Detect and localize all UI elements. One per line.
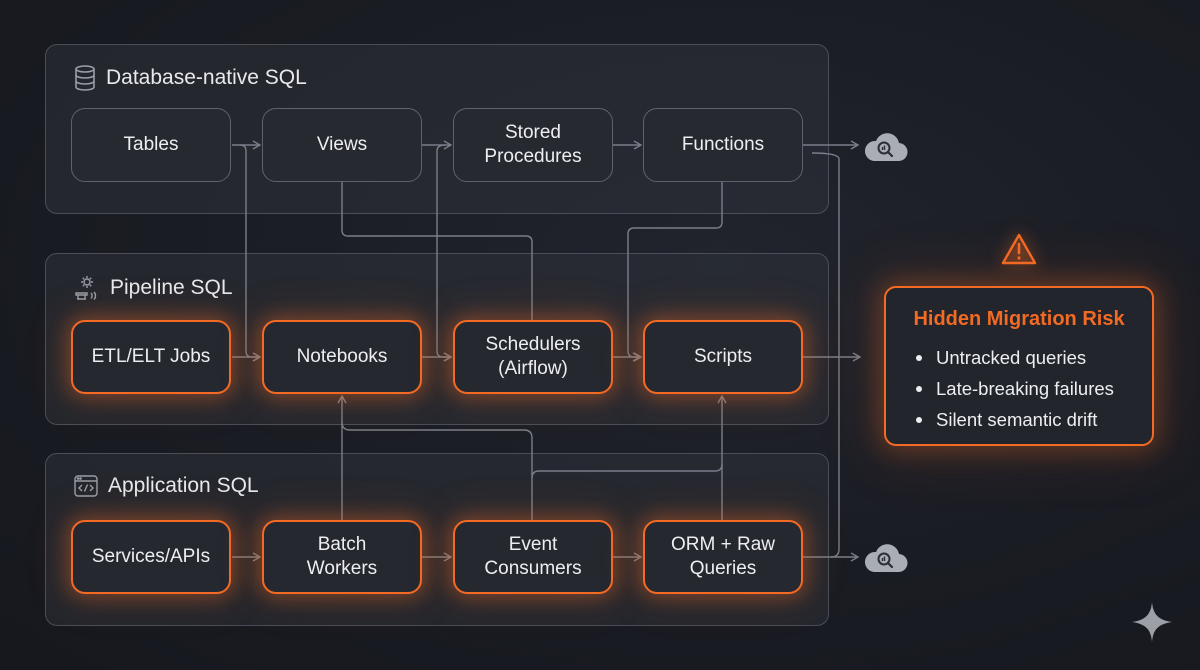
risk-item: Silent semantic drift [904, 404, 1114, 435]
risk-list: Untracked queries Late-breaking failures… [904, 342, 1114, 435]
node-event-consumers[interactable]: Event Consumers [453, 520, 613, 594]
node-functions[interactable]: Functions [643, 108, 803, 182]
bullet-icon [916, 385, 922, 392]
risk-title: Hidden Migration Risk [913, 308, 1125, 330]
risk-callout: Hidden Migration Risk Untracked queries … [884, 286, 1154, 446]
group-title: Application SQL [108, 474, 259, 497]
node-schedulers[interactable]: Schedulers (Airflow) [453, 320, 613, 394]
code-window-icon [74, 475, 98, 497]
warning-icon [1000, 232, 1038, 266]
node-notebooks[interactable]: Notebooks [262, 320, 422, 394]
bullet-icon [916, 416, 922, 423]
node-orm-raw-queries[interactable]: ORM + Raw Queries [643, 520, 803, 594]
risk-item: Late-breaking failures [904, 373, 1114, 404]
gear-conveyor-icon [74, 274, 100, 302]
risk-item: Untracked queries [904, 342, 1114, 373]
cloud-analytics-icon [862, 540, 908, 574]
group-title: Pipeline SQL [110, 276, 233, 299]
node-views[interactable]: Views [262, 108, 422, 182]
node-tables[interactable]: Tables [71, 108, 231, 182]
sparkle-icon [1130, 600, 1174, 644]
node-stored-procedures[interactable]: Stored Procedures [453, 108, 613, 182]
node-batch-workers[interactable]: Batch Workers [262, 520, 422, 594]
group-title: Database-native SQL [106, 66, 307, 89]
node-services-apis[interactable]: Services/APIs [71, 520, 231, 594]
database-icon [74, 65, 96, 91]
node-scripts[interactable]: Scripts [643, 320, 803, 394]
bullet-icon [916, 354, 922, 361]
cloud-analytics-icon [862, 129, 908, 163]
node-etl-elt-jobs[interactable]: ETL/ELT Jobs [71, 320, 231, 394]
